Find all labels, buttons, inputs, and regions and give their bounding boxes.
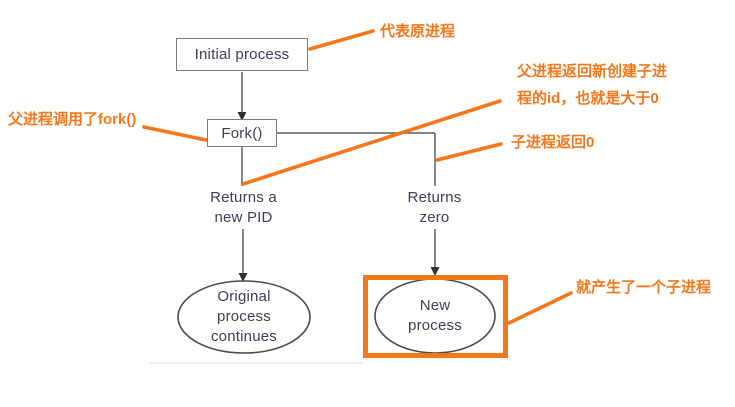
annotation-parent-return: 父进程返回新创建子进 程的id，也就是大于0 [517, 63, 668, 107]
annotation-fork-call: 父进程调用了fork() [8, 111, 137, 128]
annotation-line-parent-return [241, 99, 502, 186]
annotation-child-return: 子进程返回0 [511, 134, 595, 151]
original-process-label: Original process continues [210, 288, 277, 345]
initial-process-box: Initial process [176, 38, 308, 71]
returns-zero-label: Returns zero [407, 189, 462, 226]
annotation-line-child-return [435, 142, 503, 162]
annotation-line-fork-call [142, 125, 208, 142]
new-process-label: New process [408, 297, 462, 334]
original-process-ellipse [177, 280, 311, 354]
new-process-highlight-box [363, 275, 508, 358]
arrowhead-into-fork [237, 112, 247, 121]
fork-label: Fork() [221, 124, 263, 142]
annotation-line-initial-process [308, 29, 375, 51]
faint-divider-line [150, 362, 363, 364]
fork-box: Fork() [207, 119, 277, 147]
returns-new-pid-label: Returns a new PID [210, 189, 277, 226]
initial-process-label: Initial process [194, 46, 290, 63]
arrowhead-into-original-process [238, 273, 248, 282]
annotation-initial-process: 代表原进程 [380, 23, 456, 40]
annotation-line-new-process [507, 291, 573, 325]
arrowhead-into-new-process [430, 267, 440, 276]
annotation-new-process: 就产生了一个子进程 [576, 279, 712, 296]
